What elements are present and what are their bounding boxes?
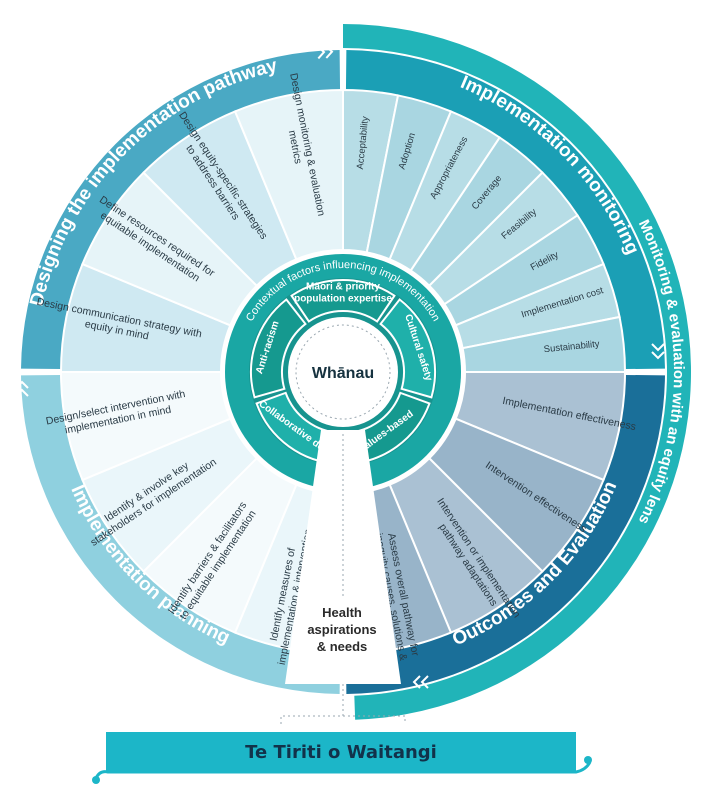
health-line-2: aspirations bbox=[307, 622, 377, 637]
whanau-circle bbox=[288, 317, 398, 427]
banner-dot-right bbox=[584, 756, 592, 764]
health-line-3: & needs bbox=[316, 639, 368, 654]
segment-anti-racism bbox=[250, 298, 307, 399]
banner-swoosh bbox=[94, 761, 592, 779]
chevron-monitoring-icon bbox=[651, 343, 665, 360]
decorations bbox=[15, 45, 665, 784]
chevron-planning-icon bbox=[15, 380, 29, 397]
whanau-dashed-ring bbox=[295, 324, 391, 420]
whanau-label: Whānau bbox=[312, 365, 374, 382]
health-aspirations-label: Health aspirations & needs bbox=[292, 604, 392, 655]
segment-m-ori-priority-population-expertise bbox=[290, 279, 396, 323]
band-designing bbox=[21, 50, 341, 370]
segment-cultural-safety bbox=[379, 298, 436, 399]
inner-ring bbox=[221, 250, 465, 494]
banner-dot-left bbox=[92, 776, 100, 784]
health-line-1: Health bbox=[322, 605, 362, 620]
item-sustainability: Sustainability bbox=[543, 339, 600, 355]
item-acceptability: Acceptability bbox=[355, 116, 371, 170]
chevron-designing-icon bbox=[317, 45, 334, 60]
te-tiriti-banner: Te Tiriti o Waitangi bbox=[106, 732, 576, 772]
chevron-outcomes-icon bbox=[412, 675, 429, 689]
band-monitoring bbox=[345, 50, 665, 370]
health-funnel bbox=[285, 430, 401, 684]
